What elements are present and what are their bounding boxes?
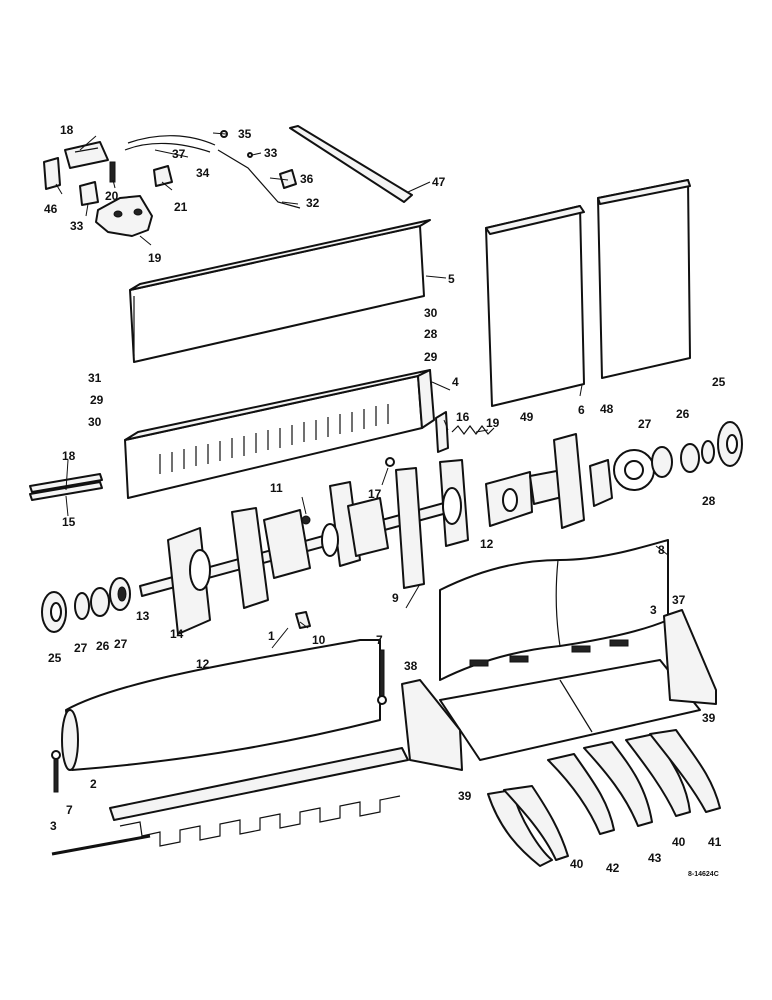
reference-code: 8-14624C bbox=[688, 871, 719, 878]
callout-5: 5 bbox=[448, 272, 455, 286]
callout-46: 49 bbox=[520, 410, 534, 424]
bracket-group bbox=[43, 130, 301, 237]
callout-23: 21 bbox=[174, 200, 188, 214]
callout-43: 46 bbox=[44, 202, 58, 216]
callout-40b: 41 bbox=[708, 835, 722, 849]
callout-8: 8 bbox=[658, 543, 665, 557]
callout-11: 11 bbox=[270, 481, 283, 495]
right-drive-parts bbox=[485, 421, 743, 529]
callout-25: 26 bbox=[676, 407, 690, 421]
callout-30: 30 bbox=[424, 306, 438, 320]
callout-3: 3 bbox=[650, 603, 657, 617]
callout-37b: 38 bbox=[404, 659, 418, 673]
callout-38: 39 bbox=[702, 711, 716, 725]
callout-25b: 26 bbox=[96, 639, 110, 653]
callout-12b: 12 bbox=[196, 657, 210, 671]
left-bearing-parts bbox=[41, 577, 131, 633]
front-panel bbox=[61, 639, 381, 771]
callout-6: 6 bbox=[578, 403, 585, 417]
angle-bar bbox=[289, 125, 413, 203]
callout-36: 37 bbox=[172, 147, 186, 161]
callout-41: 42 bbox=[606, 861, 620, 875]
callout-29: 29 bbox=[424, 350, 438, 364]
callout-44: 47 bbox=[432, 175, 446, 189]
callout-18: 18 bbox=[62, 449, 76, 463]
callout-16: 16 bbox=[456, 410, 470, 424]
callout-4: 4 bbox=[452, 375, 459, 389]
callout-32: 33 bbox=[264, 146, 278, 160]
callout-45: 48 bbox=[600, 402, 614, 416]
callout-34: 35 bbox=[238, 127, 252, 141]
callout-10: 10 bbox=[312, 633, 326, 647]
callout-29b: 30 bbox=[88, 415, 102, 429]
callout-39b: 40 bbox=[570, 857, 584, 871]
callout-28b: 29 bbox=[90, 393, 104, 407]
side-panel bbox=[129, 219, 431, 363]
bottom-seal bbox=[51, 747, 409, 856]
callout-39: 39 bbox=[458, 789, 472, 803]
bolts bbox=[51, 649, 387, 793]
rotor-shaft bbox=[139, 459, 469, 635]
callout-14: 14 bbox=[170, 627, 184, 641]
callout-13: 13 bbox=[136, 609, 150, 623]
callout-33: 33 bbox=[70, 219, 84, 233]
callout-27: 28 bbox=[702, 494, 716, 508]
callout-27b: 27 bbox=[74, 641, 88, 655]
callout-22: 20 bbox=[105, 189, 119, 203]
callout-40: 40 bbox=[672, 835, 686, 849]
callout-30b: 31 bbox=[88, 371, 102, 385]
callout-19: 19 bbox=[486, 416, 500, 430]
callout-42: 43 bbox=[648, 851, 662, 865]
callout-3b: 3 bbox=[50, 819, 57, 833]
callout-26: 27 bbox=[638, 417, 652, 431]
callout-7b: 7 bbox=[66, 803, 73, 817]
callout-37: 37 bbox=[672, 593, 686, 607]
callout-26b: 27 bbox=[114, 637, 128, 651]
callout-31: 32 bbox=[306, 196, 320, 210]
floor-plate bbox=[401, 609, 717, 771]
callout-33b: 34 bbox=[196, 166, 210, 180]
callout-1: 1 bbox=[268, 629, 275, 643]
callout-2: 2 bbox=[90, 777, 97, 791]
callout-15: 15 bbox=[62, 515, 76, 529]
callout-17: 17 bbox=[368, 487, 382, 501]
callout-24: 25 bbox=[712, 375, 726, 389]
door-panels bbox=[485, 179, 691, 407]
callout-7: 7 bbox=[376, 633, 383, 647]
callouts: 18 46 33 20 21 19 37 34 35 33 36 32 47 5… bbox=[44, 123, 726, 875]
callout-21: 19 bbox=[148, 251, 162, 265]
callout-28: 28 bbox=[424, 327, 438, 341]
hood bbox=[439, 539, 669, 681]
deflectors bbox=[487, 729, 721, 867]
callout-24b: 25 bbox=[48, 651, 62, 665]
callout-35: 36 bbox=[300, 172, 314, 186]
callout-20: 18 bbox=[60, 123, 74, 137]
callout-12: 12 bbox=[480, 537, 494, 551]
callout-9: 9 bbox=[392, 591, 399, 605]
slotted-channel bbox=[124, 369, 435, 499]
